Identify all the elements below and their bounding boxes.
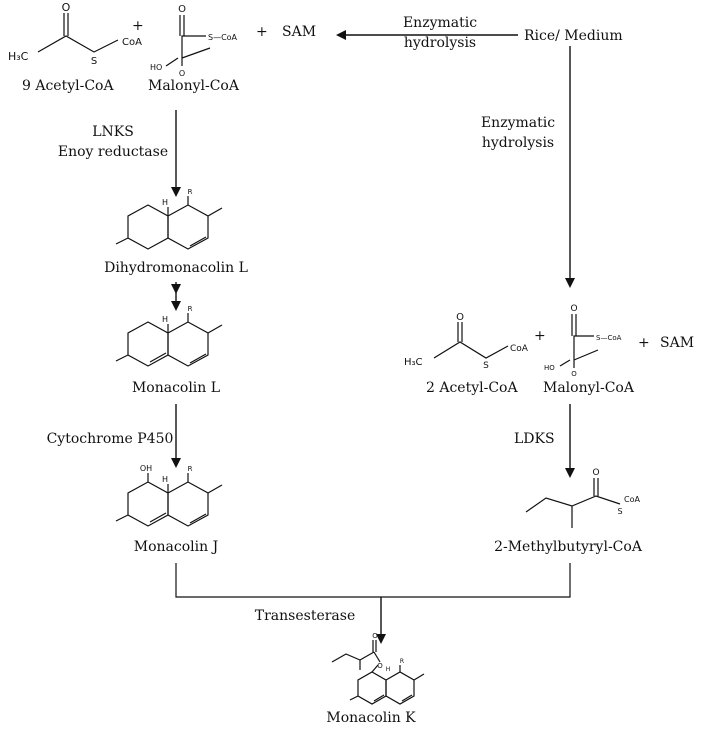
monacolin-j-label: Monacolin J: [134, 539, 218, 555]
monacolin-l-label: Monacolin L: [132, 380, 220, 396]
oxygen-atom: O: [179, 69, 185, 78]
merge-connector: [175, 563, 571, 598]
sulfur-atom: S: [91, 56, 97, 67]
oxygen-atom: O: [456, 312, 464, 323]
methylbutyryl-coa-structure: O S CoA: [525, 468, 640, 528]
monacolin-j-structure: H R OH: [115, 464, 223, 527]
coa-group: CoA: [624, 495, 640, 504]
plus-sign: +: [256, 24, 268, 40]
acetyl-coa-2-label: 2 Acetyl-CoA: [426, 380, 518, 396]
enzymatic-hydrolysis-top-label-1: Enzymatic: [403, 15, 477, 31]
acetyl-coa-structure-top: O S CoA H₃C: [8, 1, 142, 67]
oxygen-atom: O: [372, 632, 378, 640]
plus-sign: +: [132, 18, 144, 34]
s-coa-group: S—CoA: [596, 334, 622, 342]
lnks-label: LNKS: [92, 124, 134, 140]
hydroxyl-group: HO: [150, 63, 162, 72]
cytochrome-p450-label: Cytochrome P450: [47, 431, 174, 447]
dihydromonacolin-l-structure: H R: [115, 188, 223, 250]
transesterase-label: Transesterase: [255, 608, 355, 624]
plus-sign: +: [534, 328, 546, 344]
oxygen-atom: O: [178, 4, 186, 15]
monacolin-k-structure: O O H R: [331, 632, 425, 705]
ldks-label: LDKS: [514, 431, 555, 447]
hydrogen-atom: H: [162, 315, 168, 324]
enzymatic-hydrolysis-right-label-2: hydrolysis: [482, 135, 554, 151]
oxygen-atom: O: [571, 370, 577, 378]
r-group: R: [400, 658, 404, 665]
monacolin-k-label: Monacolin K: [326, 710, 416, 726]
coa-group: CoA: [510, 344, 529, 354]
r-group: R: [188, 188, 193, 196]
dihydromonacolin-l-label: Dihydromonacolin L: [104, 260, 248, 276]
rice-medium-label: Rice/ Medium: [524, 28, 623, 44]
malonyl-coa-top-label: Malonyl-CoA: [148, 78, 240, 94]
sulfur-atom: S: [483, 361, 489, 371]
r-group: R: [188, 305, 193, 313]
hydroxyl-group: OH: [140, 464, 152, 473]
plus-sign: +: [638, 335, 650, 351]
methyl-group: H₃C: [8, 50, 29, 63]
methylbutyryl-coa-label: 2-Methylbutyryl-CoA: [494, 539, 643, 555]
hydrogen-atom: H: [162, 198, 168, 207]
r-group: R: [188, 465, 193, 473]
hydrogen-atom: H: [162, 475, 168, 484]
enoy-reductase-label: Enoy reductase: [58, 144, 168, 160]
s-coa-group: S—CoA: [208, 33, 238, 42]
methyl-group: H₃C: [404, 357, 423, 368]
malonyl-coa-structure-top: O S—CoA HO O: [150, 4, 238, 78]
enzymatic-hydrolysis-right-label-1: Enzymatic: [481, 115, 555, 131]
oxygen-atom: O: [62, 1, 71, 14]
malonyl-coa-structure-right: O S—CoA HO O: [544, 304, 622, 378]
oxygen-atom: O: [592, 468, 599, 478]
hydrogen-atom: H: [386, 666, 391, 673]
oxygen-atom: O: [377, 662, 383, 670]
hydroxyl-group: HO: [544, 364, 555, 372]
oxygen-atom: O: [570, 304, 577, 314]
acetyl-coa-9-label: 9 Acetyl-CoA: [22, 78, 114, 94]
malonyl-coa-right-label: Malonyl-CoA: [543, 380, 635, 396]
enzymatic-hydrolysis-top-label-2: hydrolysis: [404, 35, 476, 51]
sulfur-atom: S: [617, 507, 622, 516]
coa-group: CoA: [122, 37, 142, 48]
sam-right-label: SAM: [660, 335, 694, 351]
monacolin-l-structure: H R: [115, 305, 223, 367]
acetyl-coa-structure-right: O S CoA H₃C: [404, 312, 529, 371]
sam-top-label: SAM: [282, 24, 316, 40]
